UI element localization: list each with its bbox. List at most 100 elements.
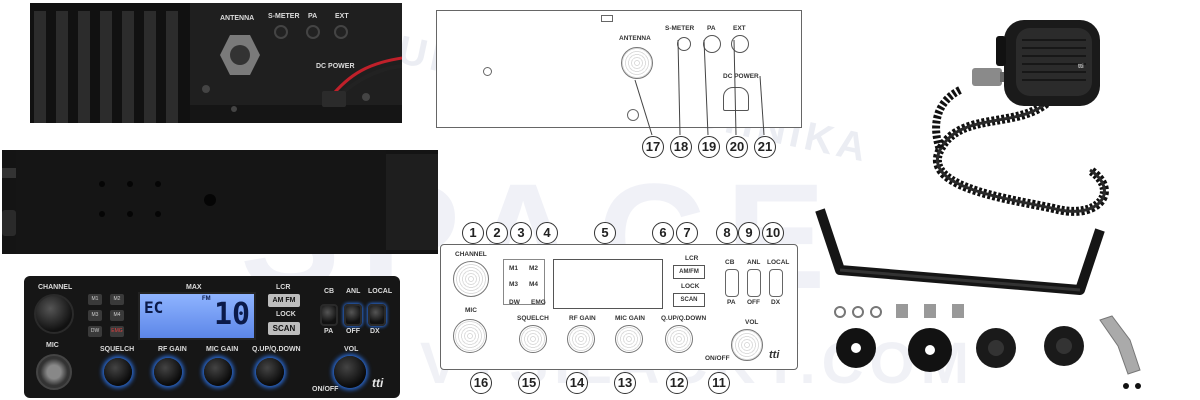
dw-button[interactable]: DW <box>88 326 102 337</box>
diag-anl-label: ANL <box>747 259 761 266</box>
front-qup-label: Q.UP/Q.DOWN <box>252 346 301 353</box>
mic-brand-logo: tti <box>1078 64 1084 70</box>
diag-anl-switch <box>747 269 761 297</box>
lcd-text: EC <box>144 298 164 317</box>
m2-button[interactable]: M2 <box>110 294 124 305</box>
diag-qup-label: Q.UP/Q.DOWN <box>661 315 707 322</box>
callout-9: 9 <box>738 222 760 244</box>
callout-21: 21 <box>754 136 776 158</box>
front-local-label: LOCAL <box>368 288 393 295</box>
back-ext-jack[interactable] <box>334 25 348 39</box>
diag-dx-label: DX <box>771 299 781 306</box>
radio-side-photo <box>2 150 438 254</box>
front-panel-diagram: CHANNEL MIC M1 M2 M3 M4 DW EMG LCR AM/FM… <box>440 244 798 370</box>
diag-ext-jack <box>731 35 749 53</box>
rear-callout-leaders <box>634 40 765 136</box>
diag-scan-button: SCAN <box>673 293 705 307</box>
callout-12: 12 <box>666 372 688 394</box>
diag-squelch-knob <box>519 325 547 353</box>
radio-front-photo: CHANNEL MIC M1 M2 M3 M4 DW EMG MAX EC FM… <box>24 276 400 398</box>
callout-8: 8 <box>716 222 738 244</box>
side-view-body <box>2 150 438 254</box>
callout-2: 2 <box>486 222 508 244</box>
local-dx-switch[interactable] <box>368 304 386 326</box>
qup-qdown-knob[interactable] <box>256 358 284 386</box>
diag-s-meter-jack <box>677 37 691 51</box>
back-antenna-label: ANTENNA <box>220 15 255 22</box>
squelch-knob[interactable] <box>104 358 132 386</box>
microphone-photo <box>932 20 1109 216</box>
diag-mic-label: MIC <box>465 307 477 314</box>
rear-panel-diagram: ANTENNA S-METER PA EXT DC POWER <box>436 10 802 128</box>
diag-antenna-label: ANTENNA <box>619 35 651 42</box>
diag-rf-gain-label: RF GAIN <box>569 315 596 322</box>
diag-on-off-label: ON/OFF <box>705 355 730 362</box>
callout-6: 6 <box>652 222 674 244</box>
diag-pa-label: PA <box>727 299 736 306</box>
radio-back-photo: ANTENNA S-METER PA EXT DC POWER <box>30 3 402 123</box>
front-vol-label: VOL <box>344 346 359 353</box>
m1-button[interactable]: M1 <box>88 294 102 305</box>
diag-pa-label: PA <box>707 25 716 32</box>
diag-s-meter-label: S-METER <box>665 25 695 32</box>
diag-qup-knob <box>665 325 693 353</box>
m3-button[interactable]: M3 <box>88 310 102 321</box>
callout-5: 5 <box>594 222 616 244</box>
diag-pa-jack <box>703 35 721 53</box>
cb-pa-switch[interactable] <box>320 304 338 326</box>
diag-dw: DW <box>509 299 520 306</box>
am-fm-button[interactable]: AM FM <box>268 294 300 307</box>
diag-brand-logo: tti <box>769 349 780 361</box>
mic-socket[interactable] <box>36 354 72 390</box>
scan-button[interactable]: SCAN <box>268 322 300 335</box>
front-mic-gain-label: MIC GAIN <box>206 346 239 353</box>
back-pa-jack[interactable] <box>306 25 320 39</box>
m4-button[interactable]: M4 <box>110 310 124 321</box>
diag-channel-label: CHANNEL <box>455 251 487 258</box>
emg-button[interactable]: EMG <box>110 326 124 337</box>
diag-dc-power-connector <box>723 87 749 111</box>
front-lock-label: LOCK <box>276 311 296 318</box>
front-brand-logo: tti <box>372 376 384 390</box>
diag-am-fm-button: AM/FM <box>673 265 705 279</box>
diag-screw-bottom <box>627 109 639 121</box>
anl-switch[interactable] <box>344 304 362 326</box>
front-rf-gain-label: RF GAIN <box>158 346 187 353</box>
back-s-meter-jack[interactable] <box>274 25 288 39</box>
front-lcr-label: LCR <box>276 284 291 291</box>
mounting-kit-photo <box>815 208 1141 389</box>
diag-cb-switch <box>725 269 739 297</box>
diag-m1: M1 <box>509 265 519 272</box>
antenna-connector-center <box>230 45 250 65</box>
diag-antenna-connector <box>621 47 653 79</box>
callout-13: 13 <box>614 372 636 394</box>
diag-rf-gain-knob <box>567 325 595 353</box>
callout-7: 7 <box>676 222 698 244</box>
diag-cb-label: CB <box>725 259 735 266</box>
front-on-off-label: ON/OFF <box>312 386 339 393</box>
diag-lcr-label: LCR <box>685 255 699 262</box>
mic-gain-knob[interactable] <box>204 358 232 386</box>
diag-local-label: LOCAL <box>767 259 790 266</box>
callout-11: 11 <box>708 372 730 394</box>
diag-screw-top <box>601 15 613 22</box>
diag-vol-knob <box>731 329 763 361</box>
lcd-display: EC FM 10 <box>138 292 256 340</box>
diag-off-label: OFF <box>747 299 760 306</box>
rf-gain-knob[interactable] <box>154 358 182 386</box>
lcd-mode: FM <box>202 296 211 302</box>
diag-vol-label: VOL <box>745 319 759 326</box>
channel-knob[interactable] <box>34 294 74 334</box>
diag-mic-gain-knob <box>615 325 643 353</box>
volume-knob[interactable] <box>334 356 366 388</box>
back-pa-label: PA <box>308 13 318 20</box>
front-cb-label: CB <box>324 288 335 295</box>
diag-mic-gain-label: MIC GAIN <box>615 315 645 322</box>
front-dx-label: DX <box>370 328 380 335</box>
callout-1: 1 <box>462 222 484 244</box>
callout-15: 15 <box>518 372 540 394</box>
callout-4: 4 <box>536 222 558 244</box>
diag-lock-label: LOCK <box>681 283 700 290</box>
diag-mic-socket <box>453 319 487 353</box>
back-s-meter-label: S-METER <box>268 13 300 20</box>
